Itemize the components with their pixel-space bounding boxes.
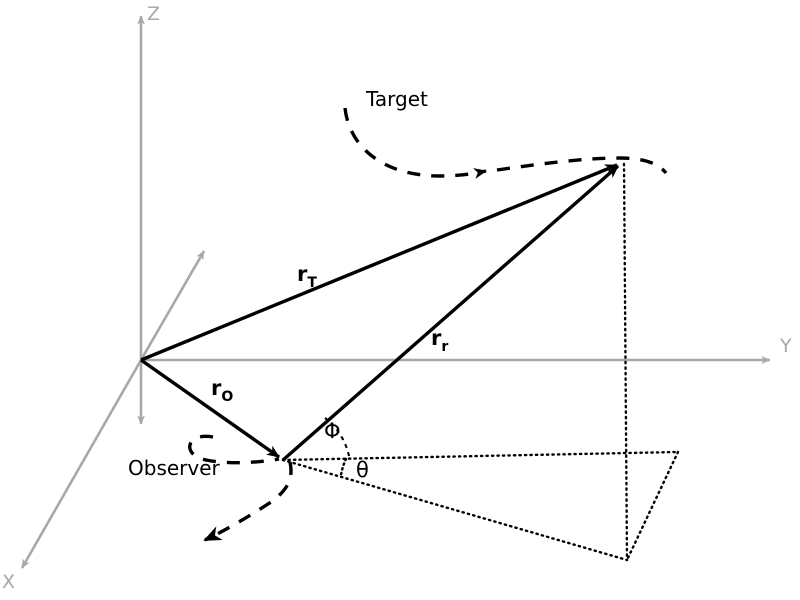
ground-projection-outline xyxy=(281,162,680,562)
z-axis-label: Z xyxy=(147,3,160,25)
r-target-vector-label: rT xyxy=(297,262,317,291)
observer-label: Observer xyxy=(128,456,221,480)
y-axis-label: Y xyxy=(779,335,792,357)
r-target-vector xyxy=(140,163,618,362)
target-trajectory xyxy=(343,107,668,179)
r-target-vector-label-main: r xyxy=(297,262,308,286)
target-trajectory-curve-in xyxy=(343,107,487,179)
theta-angle-label: θ xyxy=(356,458,369,482)
observer-trajectory xyxy=(188,434,293,542)
x-axis-negative-line xyxy=(20,359,143,569)
target-label: Target xyxy=(365,87,428,111)
phi-angle-label: Φ xyxy=(324,419,341,443)
labels-group: Z Y X Target Observer rT rO rr Φ θ xyxy=(2,3,792,593)
observer-trajectory-curve-out xyxy=(203,461,293,542)
r-observer-vector-label-main: r xyxy=(211,376,222,400)
vectors-group xyxy=(140,163,620,462)
r-relative-vector-label: rr xyxy=(431,326,448,355)
theta-angle-arc xyxy=(339,457,348,477)
r-observer-vector xyxy=(140,358,280,459)
projection-far-edge-line xyxy=(625,450,680,562)
observer-trajectory-curve-in xyxy=(188,434,280,465)
projection-azimuth-line xyxy=(281,458,629,562)
r-relative-vector xyxy=(281,164,620,462)
target-vertical-drop-line xyxy=(622,162,629,562)
target-trajectory-curve-out xyxy=(496,156,668,175)
projection-horizontal-line xyxy=(281,450,680,462)
r-observer-vector-label: rO xyxy=(211,376,233,405)
phi-angle-arc xyxy=(324,417,351,457)
x-axis-label: X xyxy=(2,571,15,593)
r-target-vector-label-sub: T xyxy=(307,275,317,291)
angle-arcs-group xyxy=(324,417,351,477)
r-relative-vector-label-sub: r xyxy=(441,339,448,355)
r-relative-vector-label-main: r xyxy=(431,326,442,350)
r-observer-vector-label-sub: O xyxy=(221,389,233,405)
x-axis-positive-line xyxy=(139,250,206,361)
axes-group xyxy=(20,15,771,569)
